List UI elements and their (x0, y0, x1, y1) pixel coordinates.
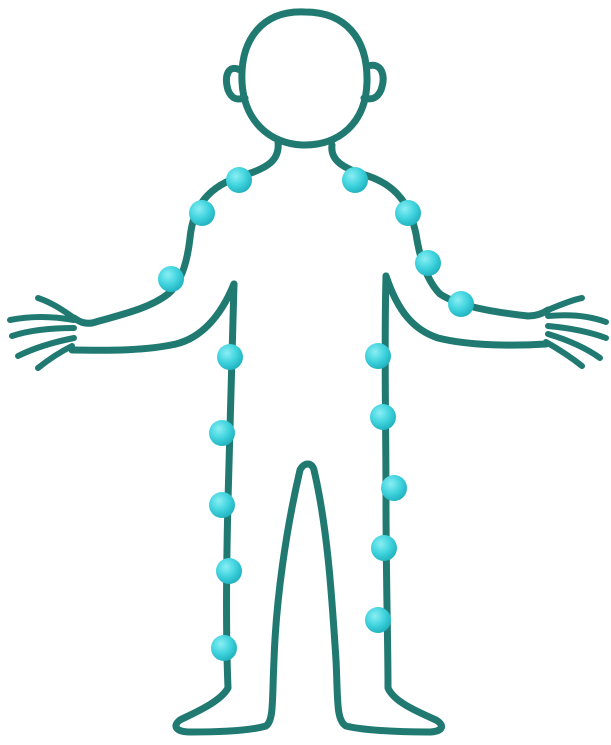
right-side-dot-5 (365, 607, 391, 633)
head-outline (242, 12, 367, 145)
right-shoulder-dot-2 (395, 200, 421, 226)
right-shoulder-dot-1 (342, 167, 368, 193)
left-arm-bottom-outline (72, 284, 234, 350)
right-side-dot-3 (381, 475, 407, 501)
right-shoulder-dot-3 (415, 250, 441, 276)
left-hand-outline (10, 298, 74, 368)
left-shoulder-dot-3 (158, 266, 184, 292)
left-side-dot-2 (209, 420, 235, 446)
left-shoulder-dot-2 (189, 200, 215, 226)
left-shoulder-dot-1 (226, 167, 252, 193)
right-arm-dot (448, 291, 474, 317)
right-shoulder-arm-top-outline (332, 145, 548, 316)
right-hand-outline (546, 298, 606, 366)
left-shoulder-arm-top-outline (74, 142, 278, 323)
left-side-dot-4 (216, 558, 242, 584)
left-side-dot-5 (211, 635, 237, 661)
right-side-dot-1 (365, 343, 391, 369)
right-side-dot-4 (371, 535, 397, 561)
left-side-dot-1 (217, 344, 243, 370)
dots-layer (158, 167, 474, 661)
left-side-dot-3 (209, 492, 235, 518)
right-side-dot-2 (370, 404, 396, 430)
